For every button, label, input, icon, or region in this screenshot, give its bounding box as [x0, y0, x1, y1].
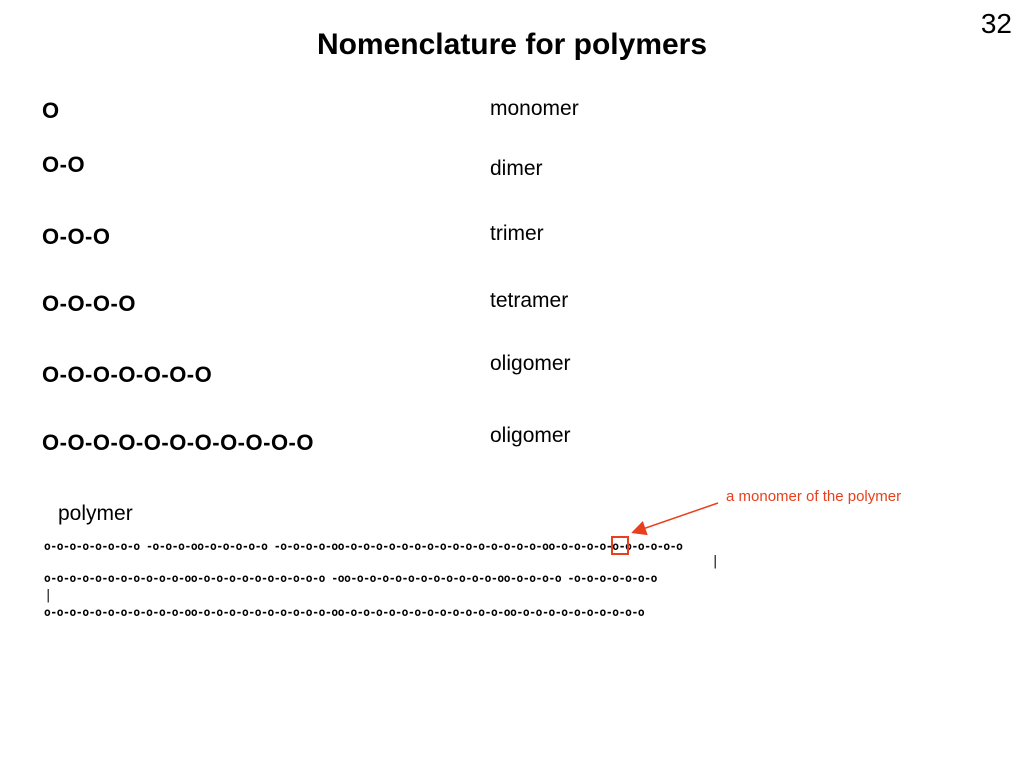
chain-oligomer-7: O-O-O-O-O-O-O	[42, 362, 213, 387]
chain-monomer: O	[42, 98, 60, 123]
chain-oligomer-11: O-O-O-O-O-O-O-O-O-O-O	[42, 430, 314, 455]
monomer-annotation: a monomer of the polymer	[726, 488, 902, 505]
polymer-connector-right: |	[713, 554, 718, 569]
term-tetramer: tetramer	[490, 289, 569, 312]
chain-dimer: O-O	[42, 152, 86, 177]
monomer-highlight-box	[611, 536, 629, 555]
term-trimer: trimer	[490, 222, 544, 245]
polymer-chain-line-2: o-o-o-o-o-o-o-o-o-o-o-oo-o-o-o-o-o-o-o-o…	[44, 572, 658, 585]
polymer-connector-left: |	[46, 588, 51, 603]
term-monomer: monomer	[490, 97, 579, 120]
slide-number: 32	[980, 8, 1012, 39]
term-oligomer-1: oligomer	[490, 352, 571, 375]
term-oligomer-2: oligomer	[490, 424, 571, 447]
chain-tetramer: O-O-O-O	[42, 291, 136, 316]
polymer-chain-line-3: o-o-o-o-o-o-o-o-o-o-o-oo-o-o-o-o-o-o-o-o…	[44, 606, 645, 619]
polymer-chain-line-1: o-o-o-o-o-o-o-o -o-o-o-oo-o-o-o-o-o -o-o…	[44, 540, 683, 553]
page-title: Nomenclature for polymers	[316, 28, 708, 61]
term-dimer: dimer	[490, 157, 543, 180]
chain-trimer: O-O-O	[42, 224, 111, 249]
polymer-label: polymer	[58, 502, 133, 525]
